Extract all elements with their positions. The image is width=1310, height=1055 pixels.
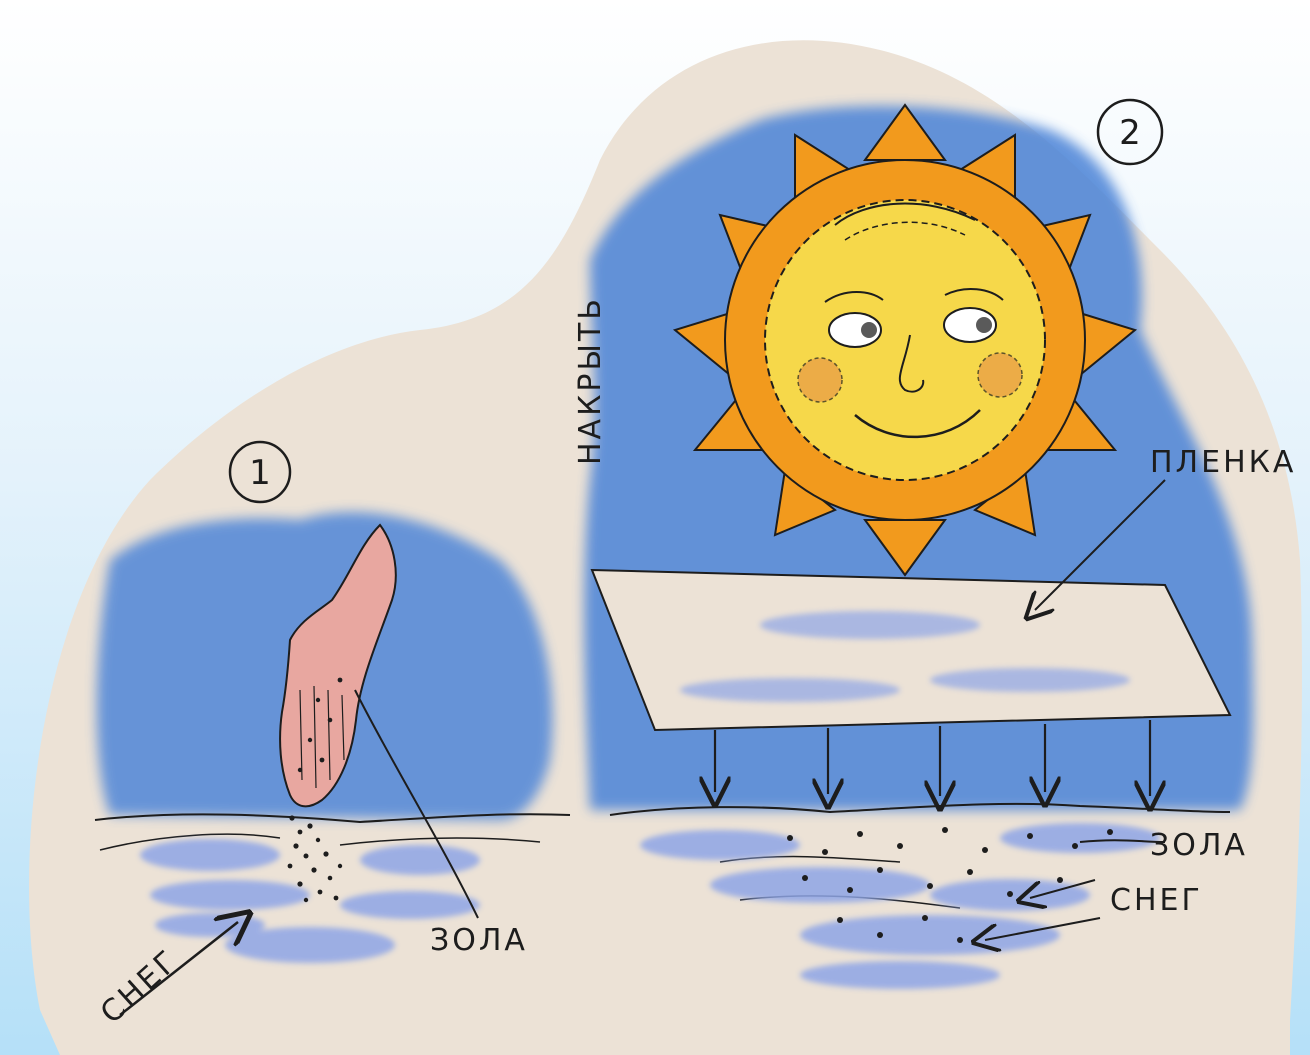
- film-sheet: [592, 570, 1230, 730]
- label-snow-right: СНЕГ: [1110, 883, 1203, 918]
- label-ash-left: ЗОЛА: [430, 923, 528, 958]
- label-ash-right: ЗОЛА: [1150, 828, 1248, 863]
- label-cover: НАКРЫТЬ: [573, 296, 608, 465]
- label-film: ПЛЕНКА: [1150, 445, 1296, 480]
- step-2-marker: 2: [1098, 100, 1162, 164]
- step-1-number: 1: [249, 453, 271, 493]
- step-2-number: 2: [1119, 113, 1141, 153]
